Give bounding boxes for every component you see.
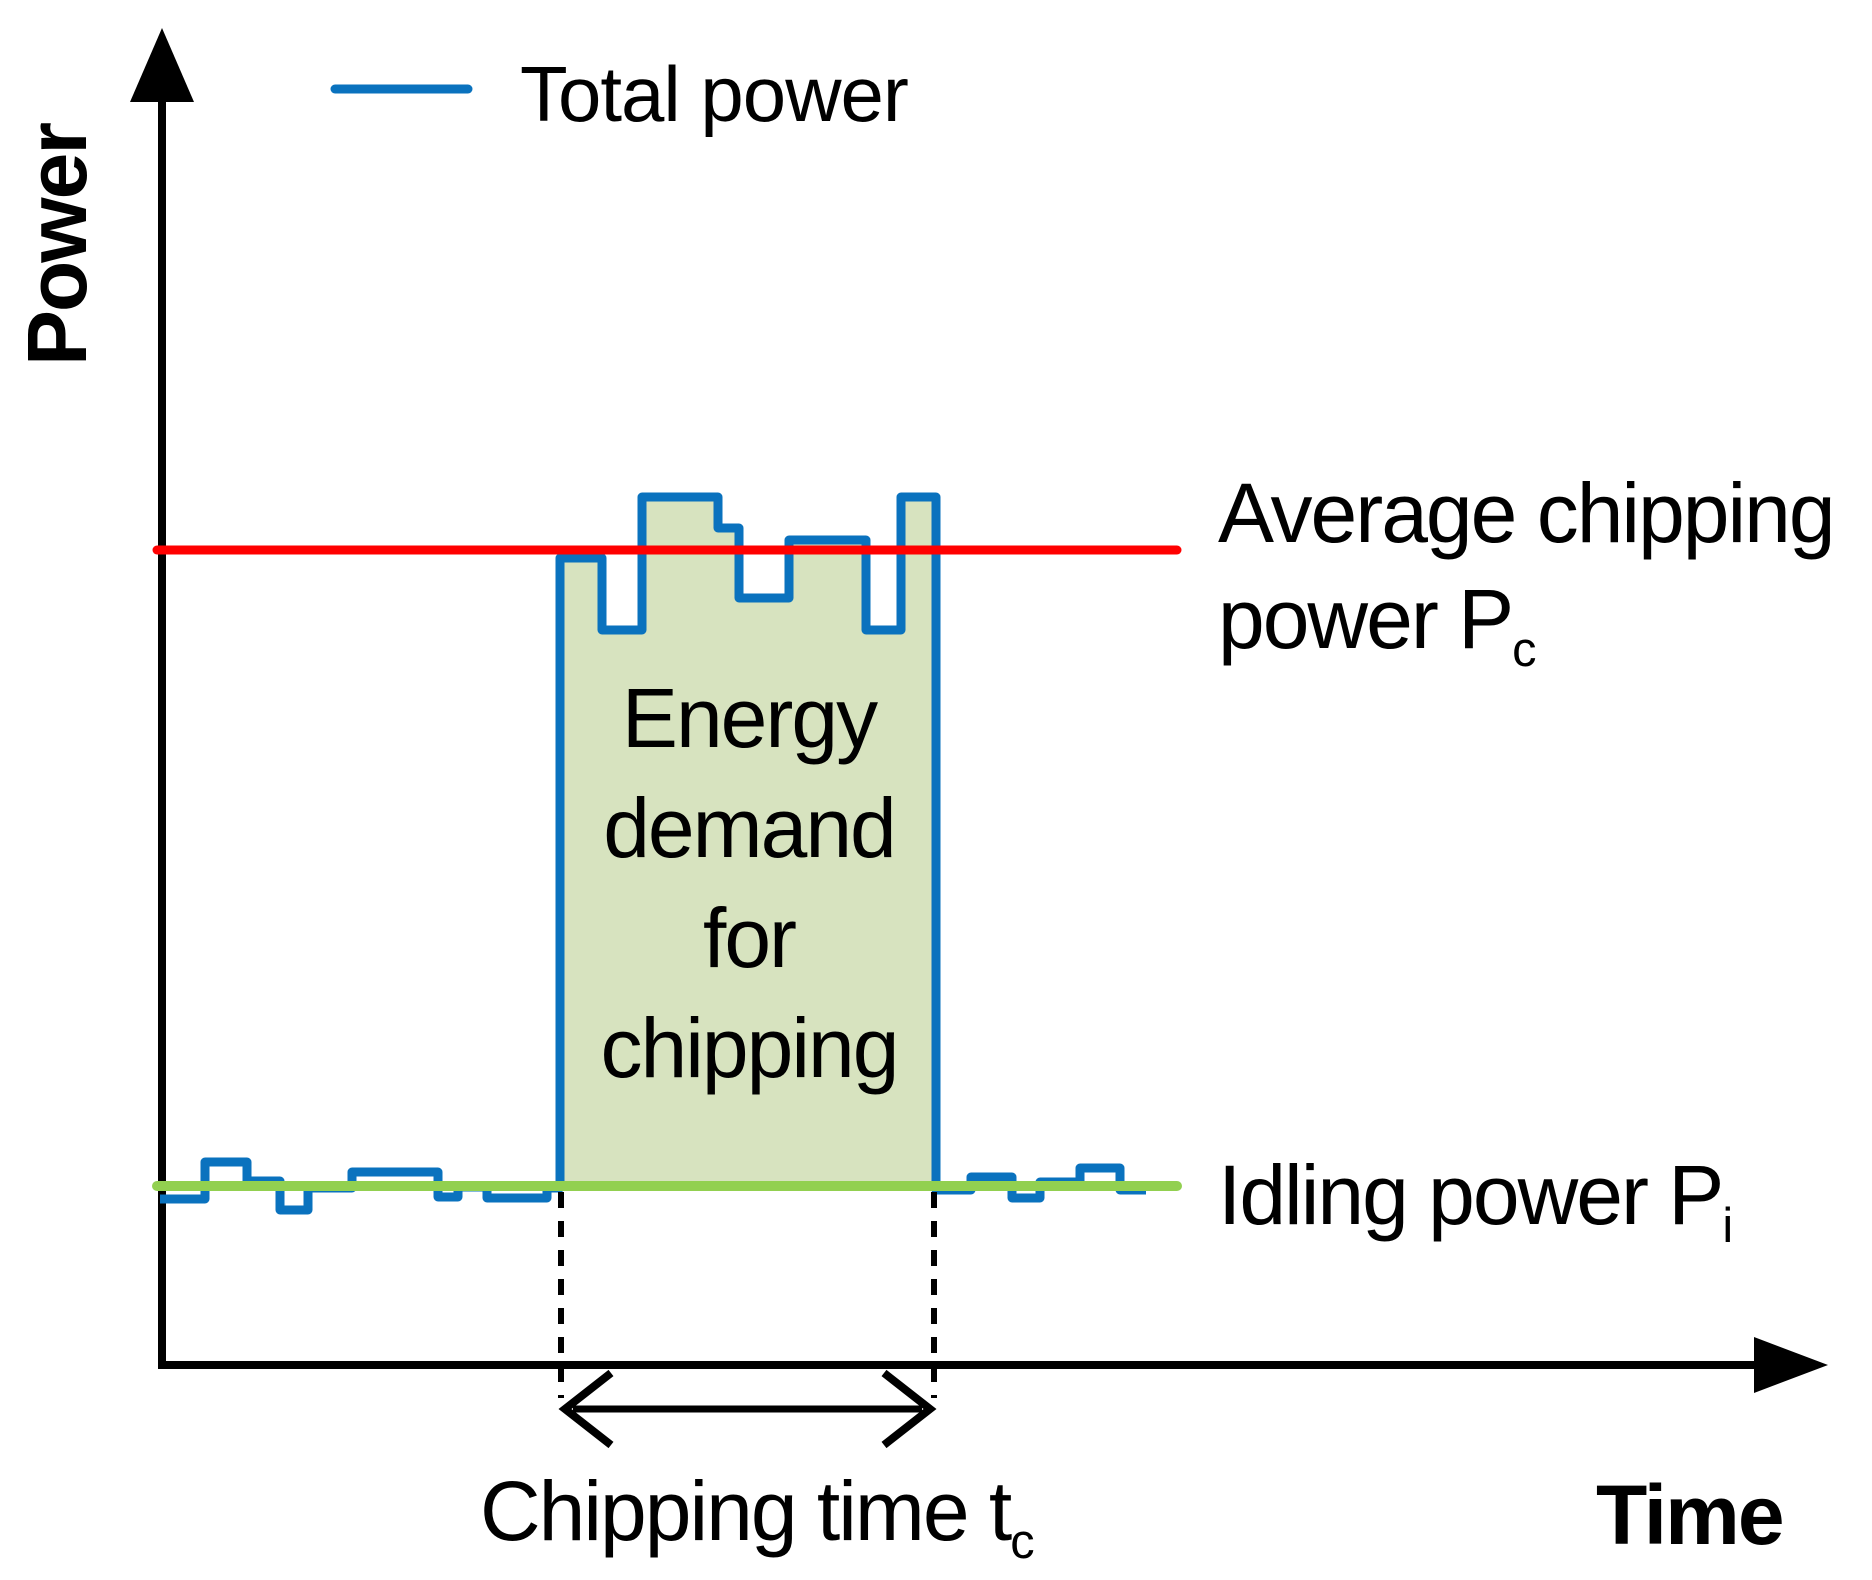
energy-demand-line-2: demand — [603, 781, 897, 875]
idling-power-label: Idling power Pi — [1218, 1148, 1733, 1253]
arrowhead-right — [881, 1369, 937, 1449]
legend-label-total-power: Total power — [520, 50, 909, 138]
axes-layer — [130, 28, 1828, 1393]
energy-demand-line-4: chipping — [600, 1001, 900, 1095]
energy-demand-area — [560, 497, 936, 1186]
chipping-time-subscript: c — [1010, 1514, 1034, 1569]
idling-power-subscript: i — [1722, 1198, 1733, 1253]
y-axis-arrowhead — [130, 28, 194, 102]
average-chipping-power-label: Average chipping power Pc — [1218, 460, 1836, 703]
x-axis-arrowhead — [1754, 1337, 1828, 1393]
total-power-line — [160, 492, 1146, 1215]
x-axis-label: Time — [1596, 1468, 1785, 1562]
average-chipping-power-line2: power Pc — [1218, 572, 1537, 677]
y-axis-label: Power — [10, 123, 104, 367]
average-chipping-power-line1: Average chipping — [1218, 466, 1836, 560]
average-power-subscript: c — [1512, 622, 1536, 677]
data-marks-layer — [152, 84, 1182, 1449]
energy-demand-line-1: Energy — [621, 671, 878, 765]
arrowhead-left — [558, 1369, 614, 1449]
energy-demand-label: Energy demand for chipping — [562, 663, 936, 1103]
energy-demand-line-3: for — [702, 891, 797, 985]
chipping-time-label: Chipping time tc — [480, 1464, 1035, 1569]
